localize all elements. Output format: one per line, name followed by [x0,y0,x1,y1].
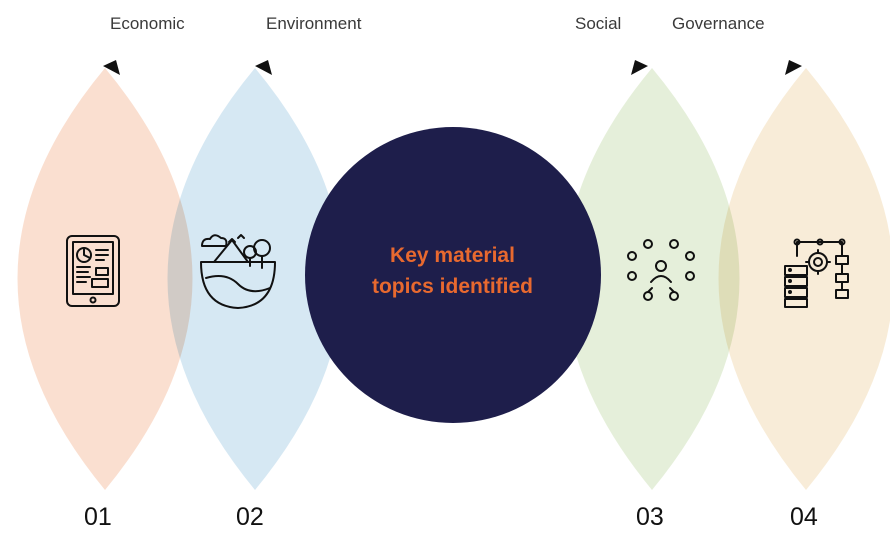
center-title: Key material topics identified [305,240,600,302]
center-title-line2: topics identified [305,271,600,302]
petal-tip-social [631,60,648,75]
topic-label-governance: Governance [672,14,765,34]
topic-label-environment: Environment [266,14,361,34]
topic-number-01: 01 [84,503,112,532]
petal-governance [719,68,890,490]
center-title-line1: Key material [305,240,600,271]
topic-number-04: 04 [790,503,818,532]
topic-number-03: 03 [636,503,664,532]
petal-tip-governance [785,60,802,75]
topic-label-social: Social [575,14,621,34]
topic-label-economic: Economic [110,14,185,34]
topic-number-02: 02 [236,503,264,532]
